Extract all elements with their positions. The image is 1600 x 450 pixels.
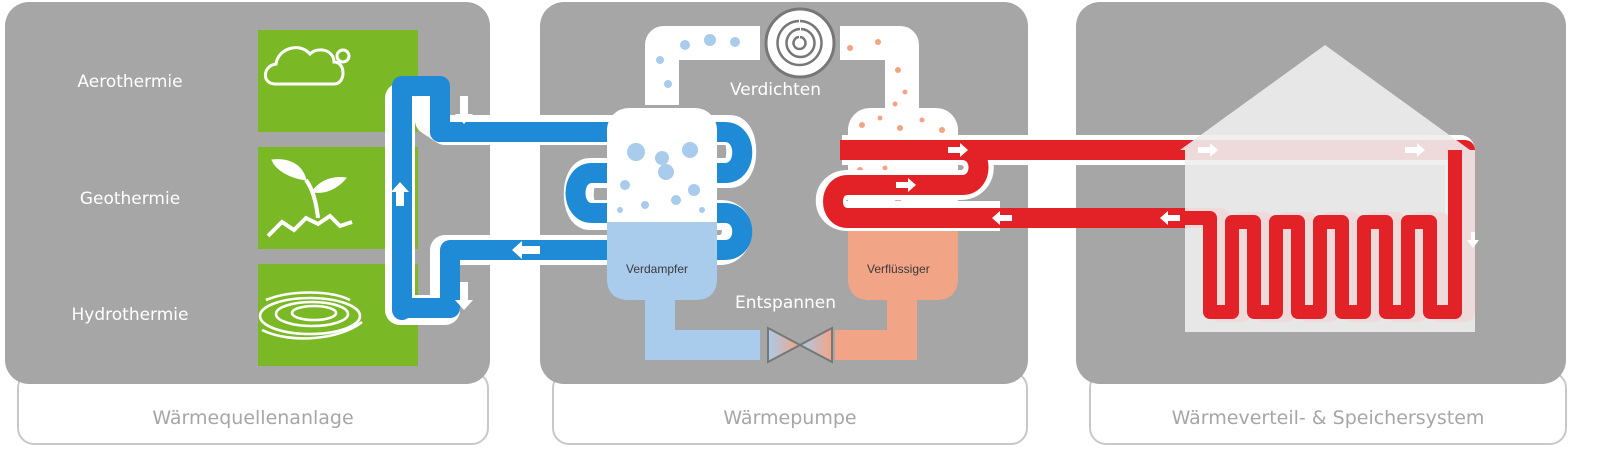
floor-heating-coil — [1000, 150, 1462, 319]
step-label-expand: Entspannen — [735, 293, 837, 313]
arrow-up-icon — [391, 182, 409, 206]
suction-line — [645, 25, 760, 105]
flow-arrows — [391, 96, 1479, 310]
arrow-down-icon — [1467, 232, 1479, 248]
cloud-icon — [263, 46, 351, 86]
evaporator-label: Verdampfer — [626, 262, 689, 276]
liquid-line-warm — [835, 285, 917, 360]
arrow-left-icon — [1160, 211, 1180, 225]
section-caption-pump: Wärmepumpe — [723, 407, 857, 429]
arrow-left-icon — [512, 241, 540, 259]
water-swirl-icon — [258, 291, 363, 340]
section-caption-source: Wärmequellenanlage — [152, 407, 354, 429]
section-caption-distribution: Wärmeverteil- & Speichersystem — [1171, 407, 1485, 429]
source-label-geothermie: Geothermie — [79, 189, 181, 209]
arrow-left-icon — [992, 211, 1012, 225]
arrow-right-icon — [948, 143, 968, 157]
arrow-right-icon — [1198, 143, 1218, 157]
arrow-down-icon — [455, 282, 473, 310]
expansion-valve-icon — [767, 326, 833, 364]
compressor-icon — [764, 7, 836, 79]
arrow-right-icon — [670, 204, 698, 222]
evaporator-bubbles — [617, 34, 740, 213]
source-label-hydrothermie: Hydrothermie — [71, 305, 189, 325]
liquid-line-cold — [645, 285, 760, 360]
arrow-right-icon — [655, 123, 683, 141]
arrow-down-icon — [455, 96, 473, 124]
arrow-right-icon — [1405, 143, 1425, 157]
evaporator-fluid — [607, 222, 717, 300]
step-label-compress: Verdichten — [730, 80, 821, 100]
condenser-label: Verflüssiger — [867, 262, 930, 276]
discharge-line — [840, 26, 919, 110]
source-label-aerothermie: Aerothermie — [77, 72, 183, 92]
sprout-icon — [266, 159, 353, 238]
condenser-fluid — [848, 222, 958, 300]
arrow-right-icon — [896, 178, 916, 192]
